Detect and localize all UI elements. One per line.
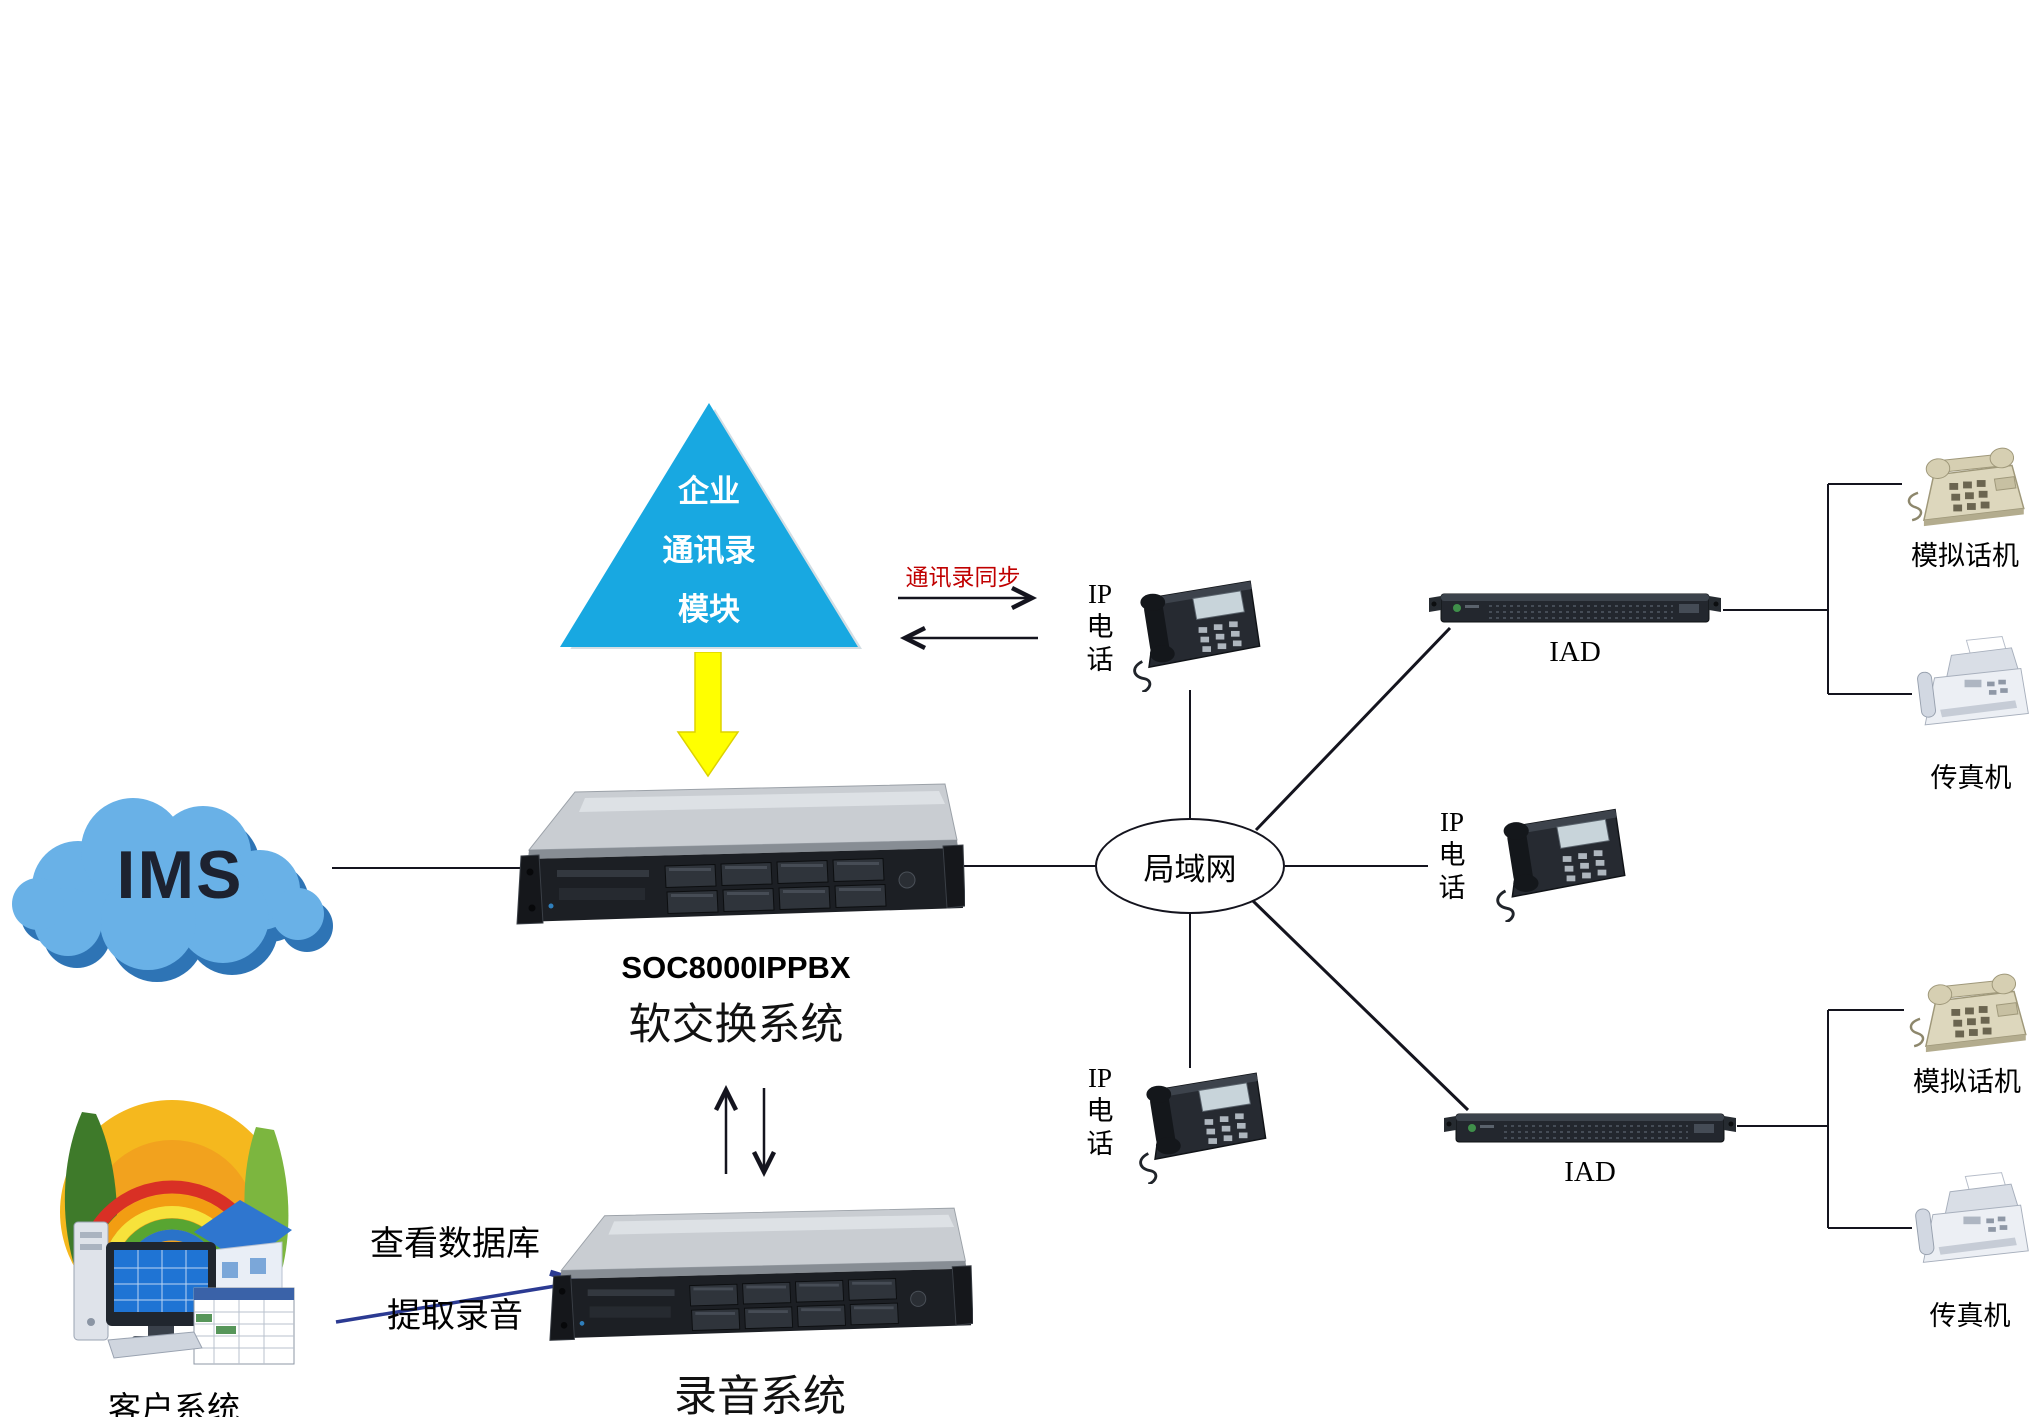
- analog-phone-label-2: 模拟话机: [1913, 1067, 2021, 1097]
- recorder-name-label: 录音系统: [674, 1374, 846, 1417]
- cloud-icon: [12, 798, 333, 982]
- triangle-label-line2: 通讯录: [662, 533, 756, 568]
- ip-phone-label-2-line1: IP: [1439, 807, 1464, 837]
- pbx-server-image: [515, 782, 965, 954]
- fax-label-2: 传真机: [1929, 1301, 2011, 1331]
- ip-phone-icon: [1496, 808, 1626, 922]
- ip-phone-image-3: [1122, 1060, 1270, 1184]
- ip-phone-icon: [1139, 1072, 1267, 1184]
- analog-phone-image-1: [1900, 436, 2032, 530]
- analog-phone-icon: [1909, 973, 2027, 1053]
- yellow-arrow-shape: [676, 652, 740, 778]
- ip-phone-label-2-line2: 电: [1438, 840, 1466, 870]
- recorder-server-image: [548, 1205, 973, 1370]
- analog-phone-icon: [1907, 447, 2025, 527]
- iad-icon: [1429, 593, 1721, 623]
- ip-phone-label-1-line1: IP: [1087, 579, 1112, 609]
- iad-device-image-1: [1425, 578, 1725, 636]
- iad-device-image-2: [1440, 1098, 1740, 1156]
- pbx-model-label: SOC8000IPPBX: [621, 950, 851, 985]
- ip-phone-label-1: IP 电 话: [1078, 578, 1122, 677]
- rack-server-icon: [549, 1207, 973, 1341]
- ip-phone-label-2: IP 电 话: [1430, 806, 1474, 905]
- triangle-label-line3: 模块: [678, 592, 740, 627]
- ip-phone-label-1-line3: 话: [1086, 645, 1114, 675]
- iad-label-1: IAD: [1549, 636, 1601, 668]
- enterprise-directory-module: [556, 403, 862, 649]
- ip-phone-image-1: [1116, 568, 1264, 692]
- client-system-label: 客户系统: [108, 1392, 240, 1417]
- ip-phone-label-1-line2: 电: [1086, 612, 1114, 642]
- directory-sync-label: 通讯录同步: [905, 564, 1021, 590]
- ip-phone-label-3-line1: IP: [1087, 1063, 1112, 1093]
- triangle-label-line1: 企业: [678, 474, 740, 509]
- fax-icon: [1917, 636, 2029, 726]
- triangle-label: 企业 通讯录 模块: [556, 462, 862, 639]
- ip-phone-image-2: [1476, 796, 1632, 922]
- client-system-icon: [60, 1100, 295, 1365]
- db-note-line1: 查看数据库: [370, 1226, 540, 1263]
- iad-label-2: IAD: [1564, 1156, 1616, 1188]
- down-arrow-icon: [676, 652, 740, 778]
- ip-phone-icon: [1133, 580, 1261, 692]
- ims-cloud-shape: [8, 772, 343, 992]
- iad-icon: [1444, 1113, 1736, 1143]
- ip-phone-label-2-line3: 话: [1438, 873, 1466, 903]
- ip-phone-label-3: IP 电 话: [1078, 1062, 1122, 1161]
- triangle-shape: [560, 403, 862, 649]
- ip-phone-label-3-line3: 话: [1086, 1129, 1114, 1159]
- fax-image-2: [1910, 1170, 2034, 1286]
- fax-label-1: 传真机: [1930, 763, 2012, 793]
- lan-ellipse: 局域网: [1095, 818, 1285, 914]
- fax-icon: [1915, 1172, 2029, 1263]
- fax-image-1: [1912, 634, 2034, 748]
- analog-phone-image-2: [1902, 962, 2034, 1056]
- lan-label: 局域网: [1143, 851, 1237, 887]
- rack-server-icon: [516, 783, 965, 925]
- analog-phone-label-1: 模拟话机: [1911, 541, 2019, 571]
- ims-label: IMS: [116, 837, 244, 913]
- pbx-name-label: 软交换系统: [628, 1002, 844, 1049]
- db-note-line2: 提取录音: [387, 1298, 523, 1335]
- ip-phone-label-3-line2: 电: [1086, 1096, 1114, 1126]
- client-system-image: [44, 1072, 306, 1382]
